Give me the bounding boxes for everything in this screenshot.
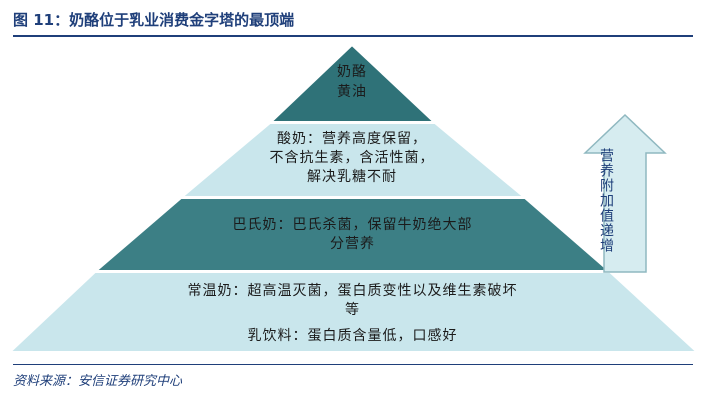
tier-yogurt-line-2: 不含抗生素，含活性菌， [269,150,435,166]
arrow-label: 营养附加值递增 [598,148,614,253]
source-divider [13,364,693,365]
tier-uht-line-2: 等 [345,302,360,318]
tier-cheese-line-1: 奶酪 [337,64,367,80]
tier-uht-line-3: 乳饮料：蛋白质含量低，口感好 [247,328,458,344]
tier-yogurt-text: 酸奶：营养高度保留， 不含抗生素，含活性菌， 解决乳糖不耐 [222,130,482,187]
figure-title: 图 11：奶酪位于乳业消费金字塔的最顶端 [13,11,295,29]
tier-pasteurized-line-1: 巴氏奶：巴氏杀菌，保留牛奶绝大部 [232,217,473,233]
title-divider [13,35,693,37]
pyramid-tier-uht-milk [7,271,700,353]
tier-cheese-text: 奶酪 黄油 [302,62,402,102]
tier-uht-text: 常温奶：超高温灭菌，蛋白质变性以及维生素破坏 等 乳饮料：蛋白质含量低，口感好 [120,282,585,346]
value-increase-arrow [583,113,667,273]
tier-yogurt-line-3: 解决乳糖不耐 [307,169,397,185]
tier-pasteurized-line-2: 分营养 [330,236,375,252]
figure-source: 资料来源：安信证券研究中心 [13,374,183,389]
tier-cheese-line-2: 黄油 [337,84,367,100]
tier-yogurt-line-1: 酸奶：营养高度保留， [277,131,427,147]
tier-uht-line-1: 常温奶：超高温灭菌，蛋白质变性以及维生素破坏 [187,283,518,299]
tier-pasteurized-text: 巴氏奶：巴氏杀菌，保留牛奶绝大部 分营养 [190,216,515,254]
